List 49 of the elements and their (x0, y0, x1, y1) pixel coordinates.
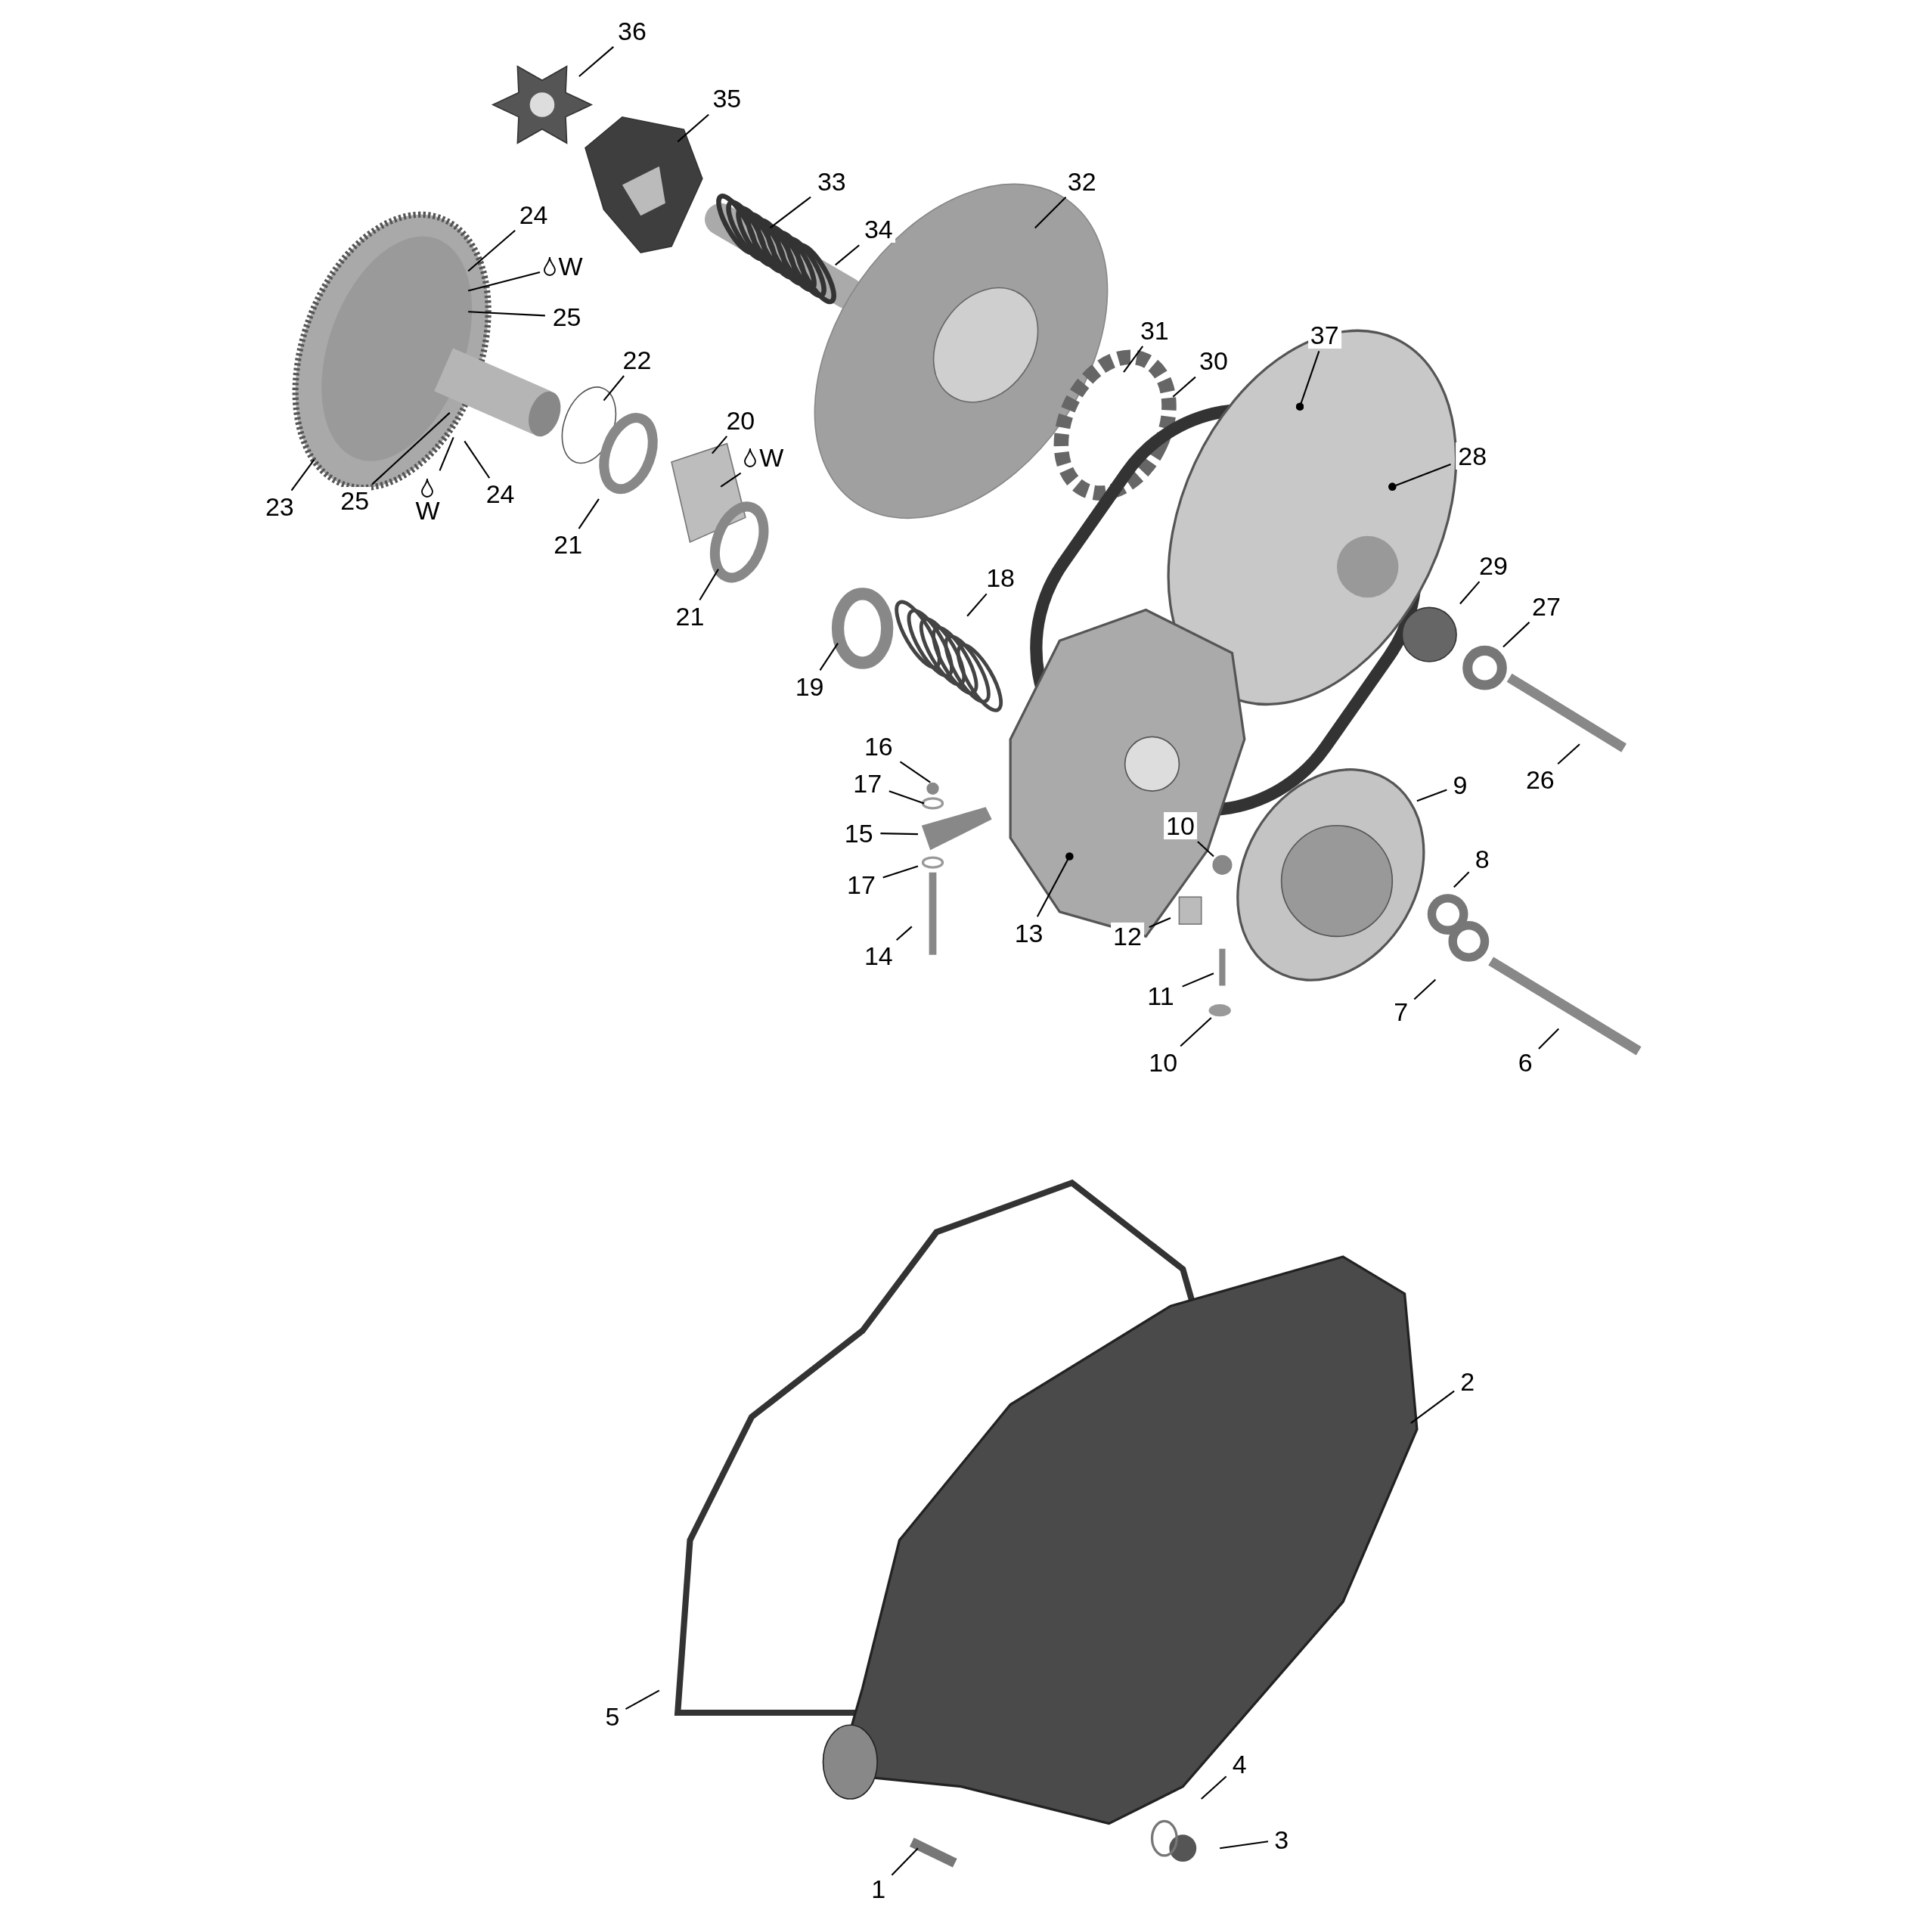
leader-line (603, 375, 625, 402)
leader-line (819, 643, 839, 671)
leader-line (882, 865, 919, 879)
leader-line (1413, 978, 1437, 1000)
leader-line (677, 113, 709, 143)
leader-line (1453, 871, 1470, 888)
leader-line (439, 437, 454, 471)
lubricant-mark: W (558, 253, 583, 279)
leader-line (290, 459, 315, 492)
leader-line (1034, 196, 1067, 229)
leader-line (1180, 1017, 1212, 1047)
leader-line (1538, 1028, 1559, 1050)
leader-line (1123, 346, 1144, 373)
leader-line (467, 271, 541, 292)
leader-line (1172, 376, 1196, 398)
leader-line (1036, 852, 1074, 917)
leader-line (966, 593, 988, 617)
leader-line (468, 311, 545, 317)
leader-line (769, 196, 811, 229)
leader-line (712, 436, 728, 454)
leader-line (1557, 743, 1580, 765)
leader-line (1149, 916, 1171, 929)
leader-line (880, 833, 918, 836)
leader-line (467, 229, 516, 272)
leader-line (835, 244, 860, 266)
leader-line (1220, 1841, 1269, 1850)
leader-line (899, 761, 931, 783)
leader-line (578, 498, 600, 529)
leader-line (699, 569, 719, 601)
leader-line (888, 790, 925, 805)
leader-line (891, 1847, 919, 1876)
leader-line (895, 926, 913, 941)
leader-line (1410, 1390, 1455, 1424)
leader-line (578, 46, 614, 77)
lubricant-mark: W (759, 444, 784, 470)
leader-line (1459, 581, 1481, 605)
leader-line (1295, 351, 1320, 411)
leader-line (1201, 1775, 1227, 1800)
leader-line (464, 440, 491, 479)
leader-line (371, 412, 451, 485)
leader-line (1388, 463, 1451, 491)
leader-line (1416, 789, 1447, 802)
leader-line (720, 472, 742, 488)
leader-line (1182, 972, 1214, 988)
leader-line (1502, 622, 1530, 648)
leader-line (1197, 841, 1214, 857)
lubricant-mark: W (415, 497, 440, 523)
callout-number: 10 (1164, 811, 1197, 839)
leader-line (625, 1689, 660, 1710)
